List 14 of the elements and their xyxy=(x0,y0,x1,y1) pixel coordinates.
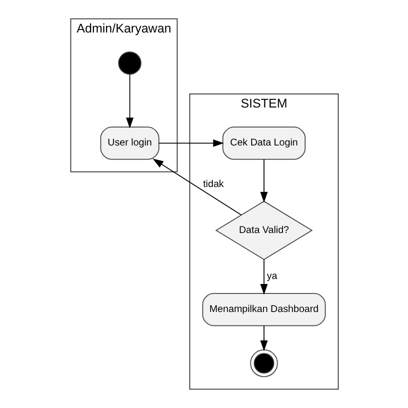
arrow xyxy=(260,325,268,352)
node-box: User login xyxy=(100,126,159,160)
arrow xyxy=(260,158,268,203)
node-box: Menampilkan Dashboard xyxy=(202,293,326,326)
arrow xyxy=(260,259,268,295)
arrow xyxy=(158,139,224,147)
arrow xyxy=(152,158,242,216)
edge-label: ya xyxy=(266,270,277,282)
node-circle xyxy=(118,51,141,75)
edge-label: tidak xyxy=(202,178,224,190)
arrow xyxy=(126,74,134,128)
node-box: Cek Data Login xyxy=(222,126,306,160)
node-diamond: Data Valid? xyxy=(214,200,312,260)
node-circle xyxy=(250,349,278,378)
